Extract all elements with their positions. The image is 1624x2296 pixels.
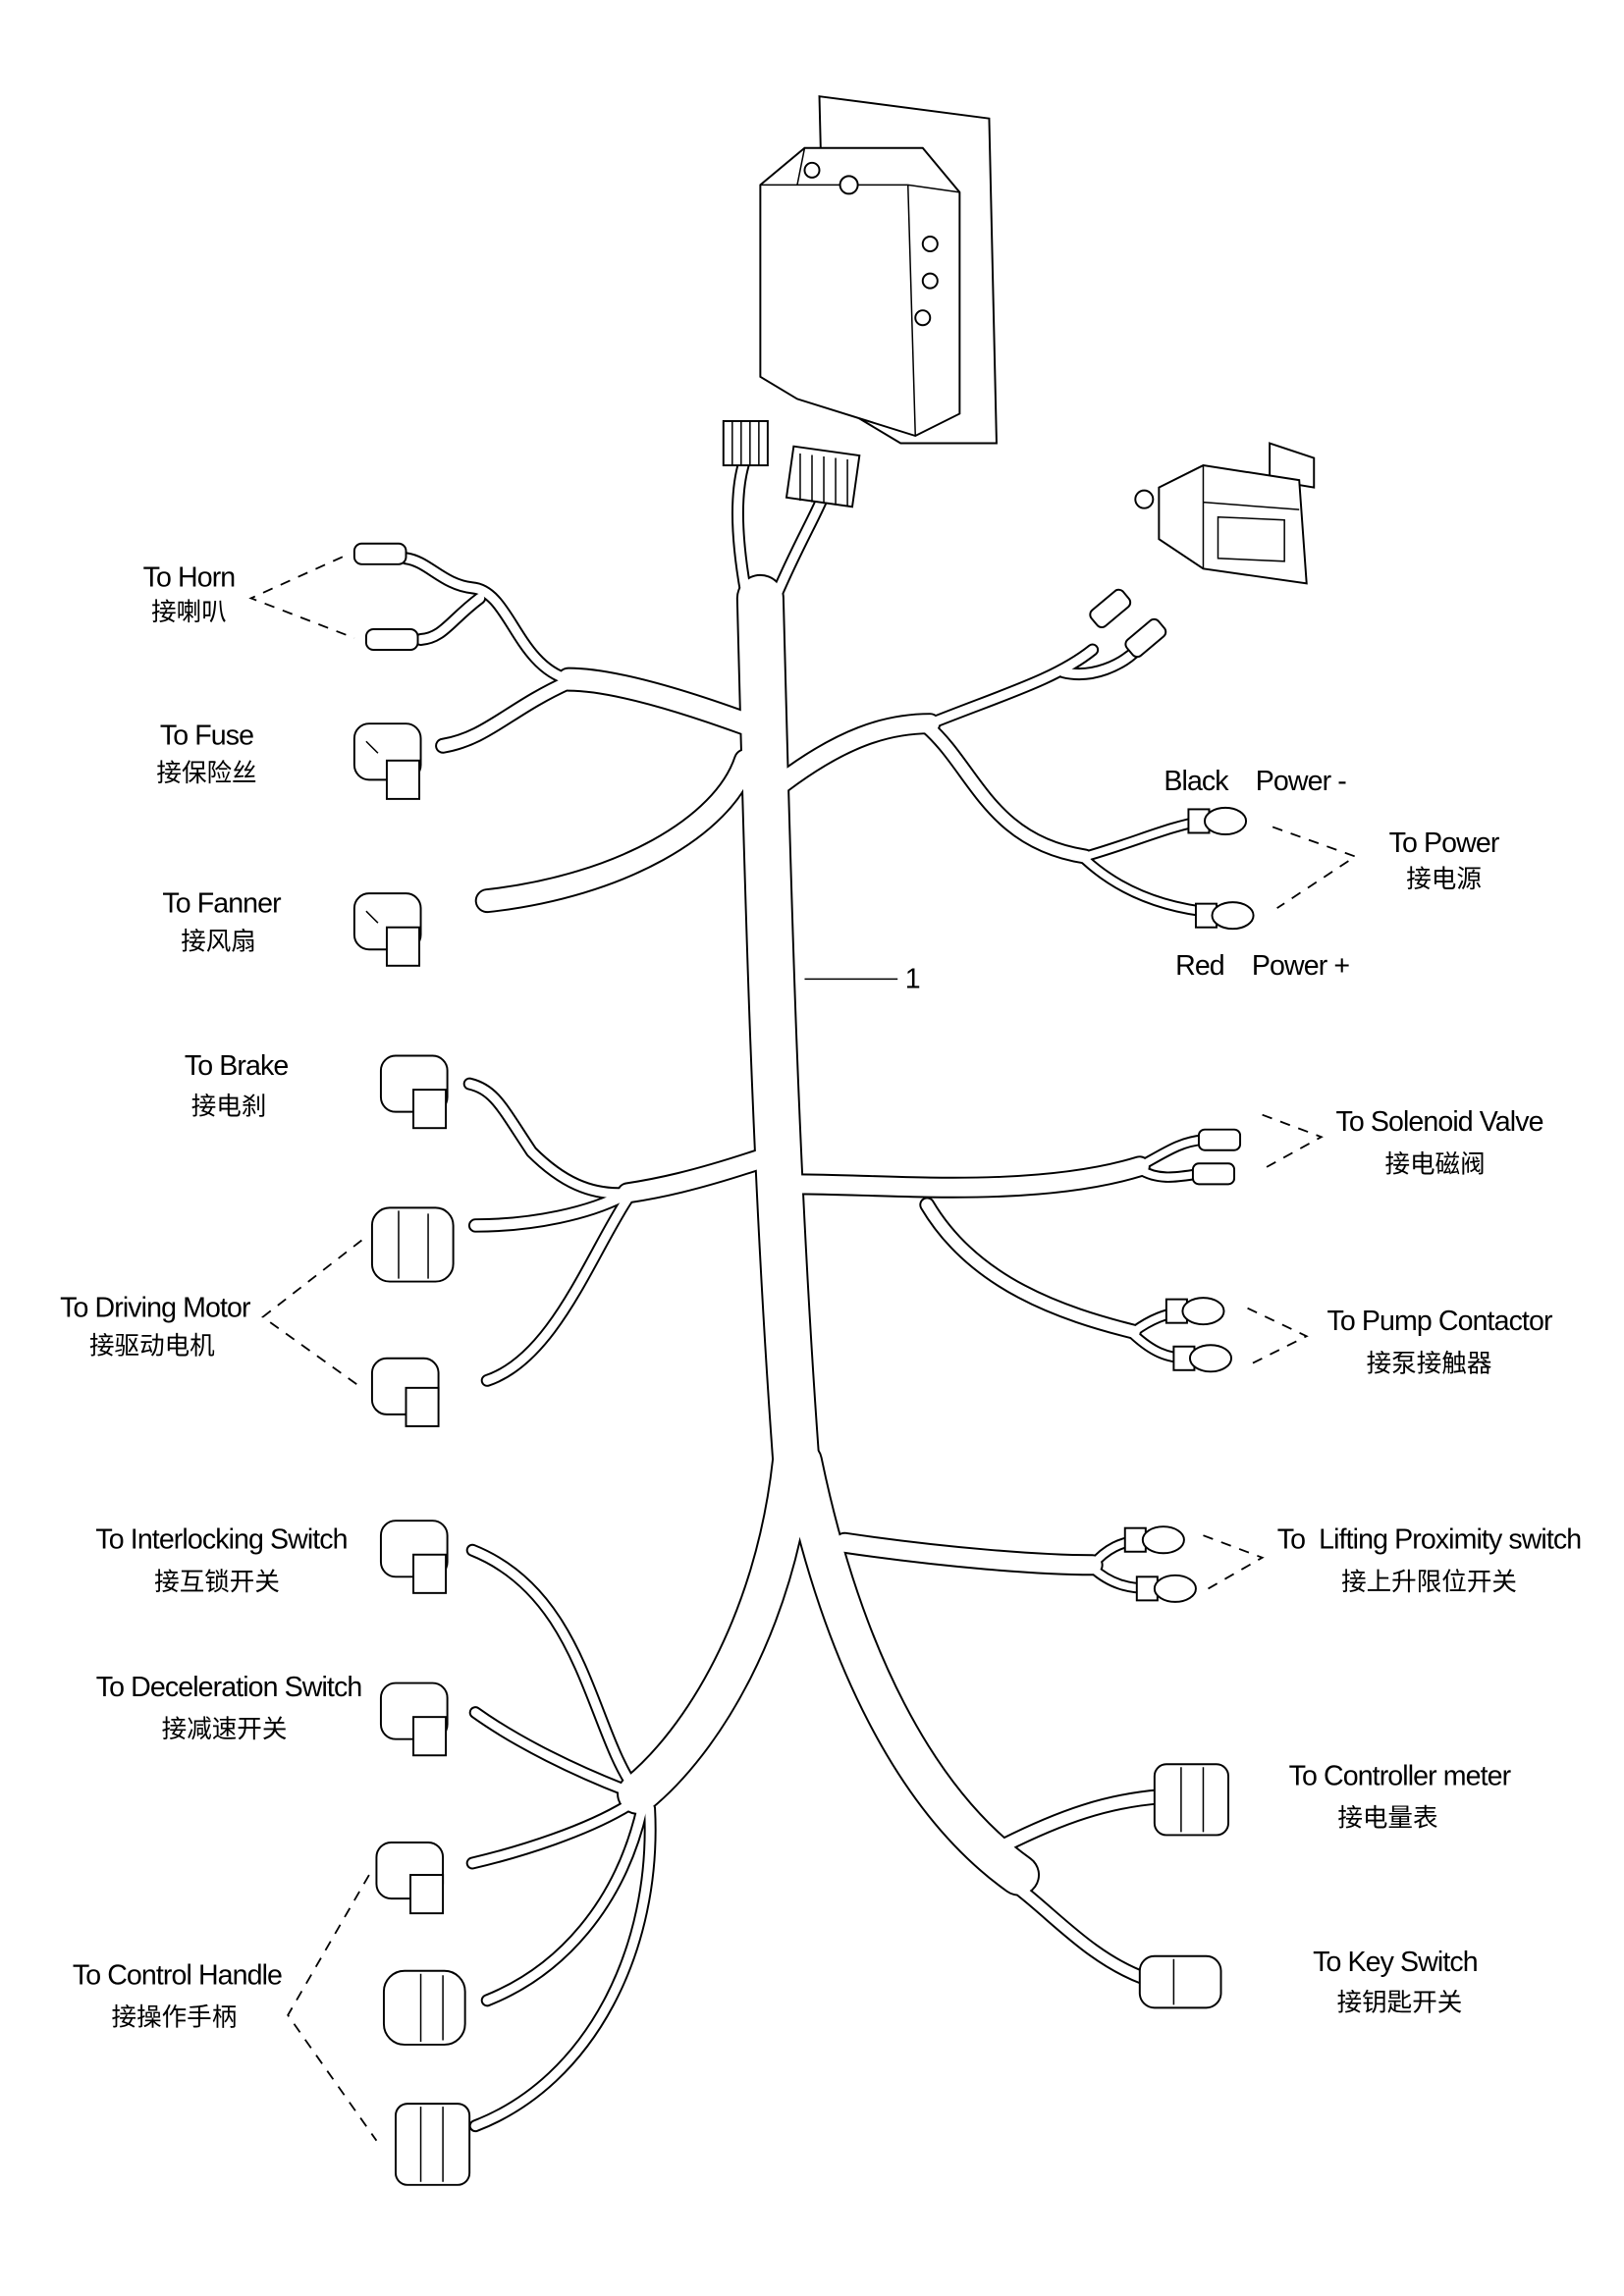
driving-motor-connector-1	[370, 1206, 455, 1283]
power-black-lug	[1187, 806, 1248, 835]
controller-meter-connector	[1153, 1763, 1230, 1837]
connectors	[352, 419, 1255, 2186]
label-interlocking-switch: To Interlocking Switch	[95, 1524, 347, 1556]
label-solenoid-valve-zh: 接电磁阀	[1384, 1149, 1485, 1179]
label-lifting-proximity: To Lifting Proximity switch	[1277, 1524, 1581, 1556]
lifting-lug-1	[1123, 1525, 1185, 1555]
label-solenoid-valve: To Solenoid Valve	[1336, 1106, 1543, 1138]
harness-cables	[400, 452, 1219, 2133]
leader-lines	[248, 556, 1358, 2142]
pump-contactor-relay	[1134, 442, 1316, 585]
label-brake-zh: 接电刹	[191, 1093, 267, 1122]
lifting-lug-2	[1135, 1574, 1197, 1603]
brake-connector	[379, 1054, 449, 1130]
label-driving-motor: To Driving Motor	[60, 1293, 251, 1324]
label-deceleration-switch-zh: 接减速开关	[162, 1715, 288, 1744]
power-red-lug	[1194, 901, 1255, 931]
label-power-black: Black Power -	[1164, 766, 1346, 797]
label-driving-motor-zh: 接驱动电机	[89, 1331, 215, 1361]
label-controller-meter: To Controller meter	[1289, 1760, 1512, 1791]
right-top-terminal-1	[1089, 588, 1132, 629]
label-fanner-zh: 接风扇	[181, 927, 256, 956]
label-control-handle: To Control Handle	[73, 1959, 282, 1991]
controller-connector-1	[722, 419, 769, 467]
label-horn: To Horn	[143, 561, 236, 593]
labels: 1 To Horn 接喇叭 To Fuse 接保险丝 To Fanner 接风扇…	[60, 561, 1582, 2032]
label-power: To Power	[1389, 828, 1500, 859]
driving-motor-connector-2	[370, 1357, 440, 1427]
controller-unit	[759, 95, 998, 445]
label-interlocking-switch-zh: 接互锁开关	[154, 1568, 280, 1597]
label-pump-contactor: To Pump Contactor	[1327, 1306, 1553, 1337]
label-deceleration-switch: To Deceleration Switch	[96, 1672, 362, 1703]
control-handle-connector-3	[394, 2103, 471, 2186]
control-handle-connector-1	[375, 1841, 445, 1915]
label-power-zh: 接电源	[1406, 865, 1482, 894]
label-control-handle-zh: 接操作手柄	[112, 2002, 238, 2032]
key-switch-connector	[1138, 1954, 1222, 2009]
label-power-red: Red Power +	[1175, 950, 1349, 982]
pump-lug-1	[1164, 1297, 1225, 1326]
fuse-connector	[352, 722, 422, 800]
interlocking-connector	[379, 1520, 449, 1594]
label-fuse-zh: 接保险丝	[156, 759, 256, 788]
pump-lug-2	[1172, 1344, 1233, 1373]
deceleration-connector	[379, 1682, 449, 1757]
label-brake: To Brake	[185, 1050, 288, 1082]
solenoid-terminal-2	[1191, 1162, 1236, 1186]
label-horn-zh: 接喇叭	[151, 598, 227, 627]
label-pump-contactor-zh: 接泵接触器	[1367, 1349, 1492, 1378]
label-key-switch-zh: 接钥匙开关	[1337, 1988, 1463, 2017]
horn-terminal-2	[364, 627, 419, 652]
part-number: 1	[905, 963, 920, 994]
label-controller-meter-zh: 接电量表	[1337, 1803, 1437, 1833]
right-top-terminal-2	[1124, 617, 1167, 659]
label-fuse: To Fuse	[160, 720, 253, 751]
label-fanner: To Fanner	[162, 888, 282, 920]
label-key-switch: To Key Switch	[1313, 1947, 1478, 1978]
fanner-connector	[352, 892, 422, 967]
control-handle-connector-2	[382, 1969, 466, 2046]
label-lifting-proximity-zh: 接上升限位开关	[1341, 1568, 1517, 1597]
controller-connector-2	[785, 445, 861, 508]
horn-terminal-1	[352, 542, 407, 565]
solenoid-terminal-1	[1197, 1128, 1242, 1151]
